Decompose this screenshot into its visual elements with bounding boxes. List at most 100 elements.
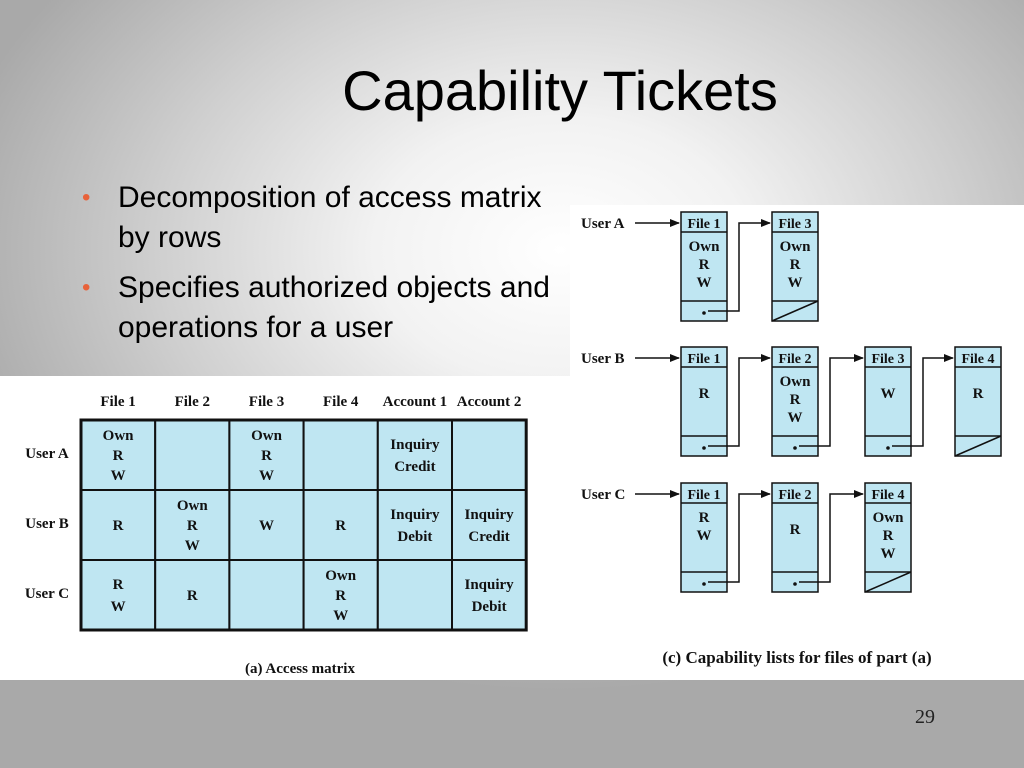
- capability-user-label: User A: [581, 216, 625, 232]
- ticket-box: [680, 211, 728, 322]
- pointer-arrow-icon: [708, 219, 771, 312]
- ticket-box: [771, 482, 819, 593]
- ticket-right-text: Own: [780, 239, 812, 255]
- ticket-right-text: R: [973, 386, 984, 402]
- matrix-cell-text: R: [187, 588, 198, 604]
- pointer-dot-icon: [793, 582, 797, 586]
- matrix-cell-text: Own: [251, 428, 283, 444]
- bullet-list: •Decomposition of access matrix by rows …: [82, 178, 562, 358]
- matrix-cell: [228, 559, 305, 631]
- ticket-file-label: File 3: [778, 217, 811, 232]
- bullet-item: • Specifies authorized objects and operat…: [82, 268, 562, 348]
- matrix-border: [79, 418, 528, 632]
- pointer-dot-icon: [702, 311, 706, 315]
- ticket-right-text: W: [788, 410, 803, 426]
- matrix-cell-text: Own: [325, 568, 357, 584]
- pointer-dot-icon: [793, 446, 797, 450]
- ticket-file-label: File 3: [871, 352, 904, 367]
- ticket-file-label: File 1: [687, 352, 720, 367]
- ticket-box: [771, 346, 819, 457]
- matrix-row-header: User B: [25, 516, 68, 532]
- matrix-cell-text: R: [335, 588, 346, 604]
- pointer-arrow-icon: [708, 490, 771, 583]
- matrix-cell-text: W: [259, 468, 274, 484]
- ticket-right-text: R: [790, 257, 801, 273]
- ticket-right-text: R: [699, 257, 710, 273]
- ticket-box: [864, 482, 912, 593]
- ticket-right-text: W: [697, 275, 712, 291]
- matrix-column-header: File 2: [175, 394, 210, 410]
- null-pointer-icon: [864, 571, 912, 593]
- null-pointer-icon: [771, 300, 819, 322]
- null-pointer-icon: [954, 435, 1002, 457]
- ticket-right-text: W: [697, 528, 712, 544]
- matrix-cell-text: W: [111, 599, 126, 615]
- ticket-right-text: R: [790, 522, 801, 538]
- matrix-cell-text: W: [185, 538, 200, 554]
- matrix-cell: [451, 559, 528, 631]
- matrix-caption: (a) Access matrix: [245, 661, 355, 677]
- matrix-row-header: User A: [25, 446, 69, 462]
- access-matrix-diagram: File 1 File 2 File 3 File 4 Account 1 Account…: [25, 394, 528, 677]
- ticket-file-label: File 4: [961, 352, 994, 367]
- matrix-cell-text: R: [113, 448, 124, 464]
- ticket-right-text: W: [881, 546, 896, 562]
- ticket-right-text: Own: [689, 239, 721, 255]
- matrix-column-header: Account 1: [383, 394, 448, 410]
- ticket-file-label: File 1: [687, 488, 720, 503]
- ticket-right-text: Own: [873, 510, 905, 526]
- matrix-cell: [80, 559, 157, 631]
- matrix-cell-text: Inquiry: [390, 507, 440, 523]
- matrix-column-header: File 1: [100, 394, 135, 410]
- bullet-text: Decomposition of access matrix by rows: [118, 181, 542, 254]
- capability-user-label: User B: [581, 351, 624, 367]
- matrix-cell-text: Inquiry: [464, 507, 514, 523]
- matrix-cell-text: Debit: [397, 529, 432, 545]
- pointer-dot-icon: [702, 582, 706, 586]
- pointer-arrow-icon: [708, 354, 771, 447]
- bullet-text: Specifies authorized objects and operati…: [118, 271, 550, 344]
- ticket-right-text: Own: [780, 374, 812, 390]
- slide-title: Capability Tickets: [342, 59, 778, 122]
- pointer-arrow-icon: [892, 354, 954, 447]
- ticket-right-text: W: [788, 275, 803, 291]
- matrix-cell: [376, 559, 453, 631]
- ticket-right-text: W: [881, 386, 896, 402]
- matrix-cell: [376, 419, 453, 491]
- ticket-file-label: File 2: [778, 352, 811, 367]
- matrix-cell-text: R: [335, 518, 346, 534]
- matrix-cell-text: Credit: [394, 459, 435, 475]
- ticket-file-label: File 2: [778, 488, 811, 503]
- ticket-right-text: R: [790, 392, 801, 408]
- matrix-cell: [451, 489, 528, 561]
- matrix-cell-text: Inquiry: [464, 577, 514, 593]
- matrix-column-header: Account 2: [457, 394, 522, 410]
- matrix-cell: [302, 419, 379, 491]
- matrix-cell-text: Own: [177, 498, 209, 514]
- matrix-column-header: File 4: [323, 394, 359, 410]
- ticket-box: [954, 346, 1002, 457]
- matrix-cell-text: W: [259, 518, 274, 534]
- matrix-cell-text: R: [113, 518, 124, 534]
- capability-user-label: User C: [581, 487, 625, 503]
- pointer-arrow-icon: [799, 354, 864, 447]
- matrix-cell: [376, 489, 453, 561]
- matrix-cell-text: Inquiry: [390, 437, 440, 453]
- matrix-cell-text: W: [111, 468, 126, 484]
- matrix-cell: [228, 419, 305, 491]
- bullet-item: •Decomposition of access matrix by rows: [82, 178, 562, 258]
- capability-caption: (c) Capability lists for files of part (…: [662, 648, 931, 667]
- matrix-cell-text: Own: [103, 428, 135, 444]
- matrix-cell: [302, 559, 379, 631]
- matrix-cell-text: R: [113, 577, 124, 593]
- matrix-column-header: File 3: [249, 394, 284, 410]
- page-number: 29: [915, 706, 935, 728]
- bullet-dot-icon: •: [82, 274, 91, 301]
- ticket-right-text: R: [699, 386, 710, 402]
- ticket-file-label: File 1: [687, 217, 720, 232]
- ticket-box: [864, 346, 912, 457]
- ticket-file-label: File 4: [871, 488, 904, 503]
- ticket-right-text: R: [883, 528, 894, 544]
